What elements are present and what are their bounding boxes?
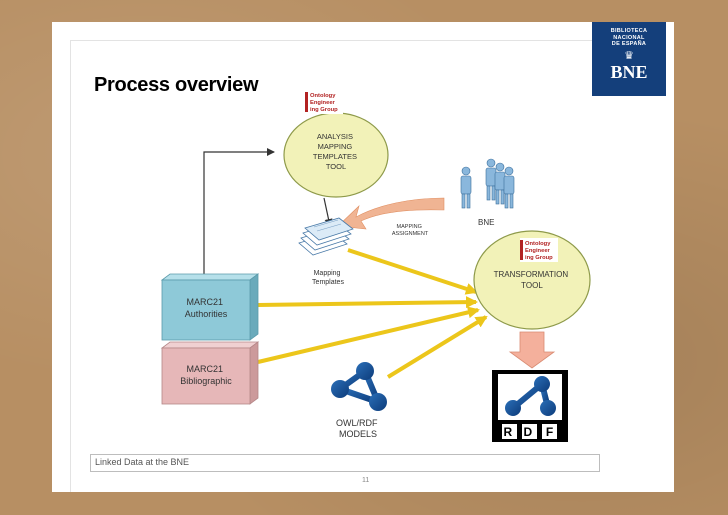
owl-rdf-models-icon xyxy=(331,362,387,411)
bibliographic-line-2: Bibliographic xyxy=(180,376,232,386)
bne-people-label: BNE xyxy=(478,218,494,227)
slide-title: Process overview xyxy=(94,74,259,96)
owl-to-transformation-arrow xyxy=(386,315,488,379)
transformation-tool-line-1: TRANSFORMATION xyxy=(494,270,569,279)
mapping-assignment-line-1: MAPPING xyxy=(397,224,422,230)
footer-text: Linked Data at the BNE xyxy=(95,457,190,467)
slide: BIBLIOTECA NACIONAL DE ESPAÑA ♛ BNE Proc… xyxy=(52,22,674,492)
oeg-badge-transformation: Ontology Engineer ing Group xyxy=(520,238,558,262)
transformation-tool: TRANSFORMATION TOOL xyxy=(473,230,591,330)
logo-acronym: BNE xyxy=(610,61,648,82)
svg-text:Ontology Engineer: Ontology Engineer ing Group xyxy=(310,93,338,113)
oeg-badge-line-3: ing Group xyxy=(310,107,338,113)
crown-icon: ♛ xyxy=(624,49,634,62)
svg-text:OWL/RDF MODELS: OWL/RDF MODELS xyxy=(336,418,380,439)
mapping-assignment-arrow xyxy=(337,197,445,230)
analysis-tool-line-3: TEMPLATES xyxy=(313,152,357,161)
svg-text:MAPPING ASSIGNMENT: MAPPING ASSIGNMENT xyxy=(392,224,429,237)
process-diagram: ANALYSIS MAPPING TEMPLATES TOOL Ontology… xyxy=(160,90,591,442)
authorities-to-transformation-arrow xyxy=(257,296,478,309)
footer-bar: Linked Data at the BNE xyxy=(90,454,600,472)
slide-inner-border xyxy=(70,40,663,492)
analysis-mapping-templates-tool: ANALYSIS MAPPING TEMPLATES TOOL xyxy=(283,112,389,198)
svg-text:MARC21 Bibliographic: MARC21 Bibliographic xyxy=(180,364,232,386)
analysis-tool-line-4: TOOL xyxy=(326,162,346,171)
oeg-badge-line-1: Ontology xyxy=(310,93,336,99)
rdf-letter-f: F xyxy=(546,425,553,439)
rdf-letter-d: D xyxy=(523,425,532,439)
svg-text:ANALYSIS MAPPING: ANALYSIS MAPPING TEMPLATES TOOL xyxy=(313,132,359,171)
page-number: 11 xyxy=(362,477,370,484)
svg-text:Mapping Templates: Mapping Templates xyxy=(312,270,344,286)
oeg-badge-2-line-2: Engineer xyxy=(525,248,551,254)
bne-people-icon xyxy=(460,158,515,209)
svg-text:MARC21 Authorities: MARC21 Authorities xyxy=(185,297,228,319)
oeg-badge-2-line-3: ing Group xyxy=(525,255,553,261)
mapping-templates-line-2: Templates xyxy=(312,279,344,286)
bibliographic-to-transformation-arrow xyxy=(257,306,480,364)
svg-text:TRANSFORMATION TOOL: TRANSFORMATION TOOL xyxy=(494,270,571,290)
authorities-line-1: MARC21 xyxy=(186,297,223,307)
bibliographic-line-1: MARC21 xyxy=(186,364,223,374)
rdf-logo: R D F xyxy=(492,370,568,442)
oeg-badge-2-line-1: Ontology xyxy=(525,241,551,247)
rdf-letter-r: R xyxy=(503,425,512,439)
bne-logo: BIBLIOTECA NACIONAL DE ESPAÑA ♛ BNE xyxy=(592,22,666,96)
logo-line-3: DE ESPAÑA xyxy=(611,41,647,47)
marc21-authorities-box: MARC21 Authorities xyxy=(160,273,260,341)
transformation-tool-line-2: TOOL xyxy=(521,281,543,290)
oeg-badge-line-2: Engineer xyxy=(310,100,336,106)
mapping-templates-line-1: Mapping xyxy=(314,270,341,277)
authorities-line-2: Authorities xyxy=(185,309,228,319)
mapping-templates-icon xyxy=(298,217,354,256)
transformation-to-rdf-arrow xyxy=(508,331,556,369)
marc21-bibliographic-box: MARC21 Bibliographic xyxy=(160,341,260,405)
feedback-connector xyxy=(203,148,275,280)
analysis-tool-line-1: ANALYSIS xyxy=(317,132,353,141)
templates-to-transformation-arrow xyxy=(347,248,478,295)
mapping-assignment-line-2: ASSIGNMENT xyxy=(392,231,429,237)
logo-line-2: NACIONAL xyxy=(613,34,645,41)
logo-line-1: BIBLIOTECA xyxy=(610,28,648,34)
owl-models-line-1: OWL/RDF xyxy=(336,418,378,428)
svg-text:Ontology Engineer: Ontology Engineer ing Group xyxy=(525,241,553,261)
analysis-tool-line-2: MAPPING xyxy=(318,142,353,151)
owl-models-line-2: MODELS xyxy=(339,429,377,439)
svg-text:R D F: R D F xyxy=(503,425,553,439)
oeg-badge-analysis: Ontology Engineer ing Group xyxy=(305,90,343,114)
